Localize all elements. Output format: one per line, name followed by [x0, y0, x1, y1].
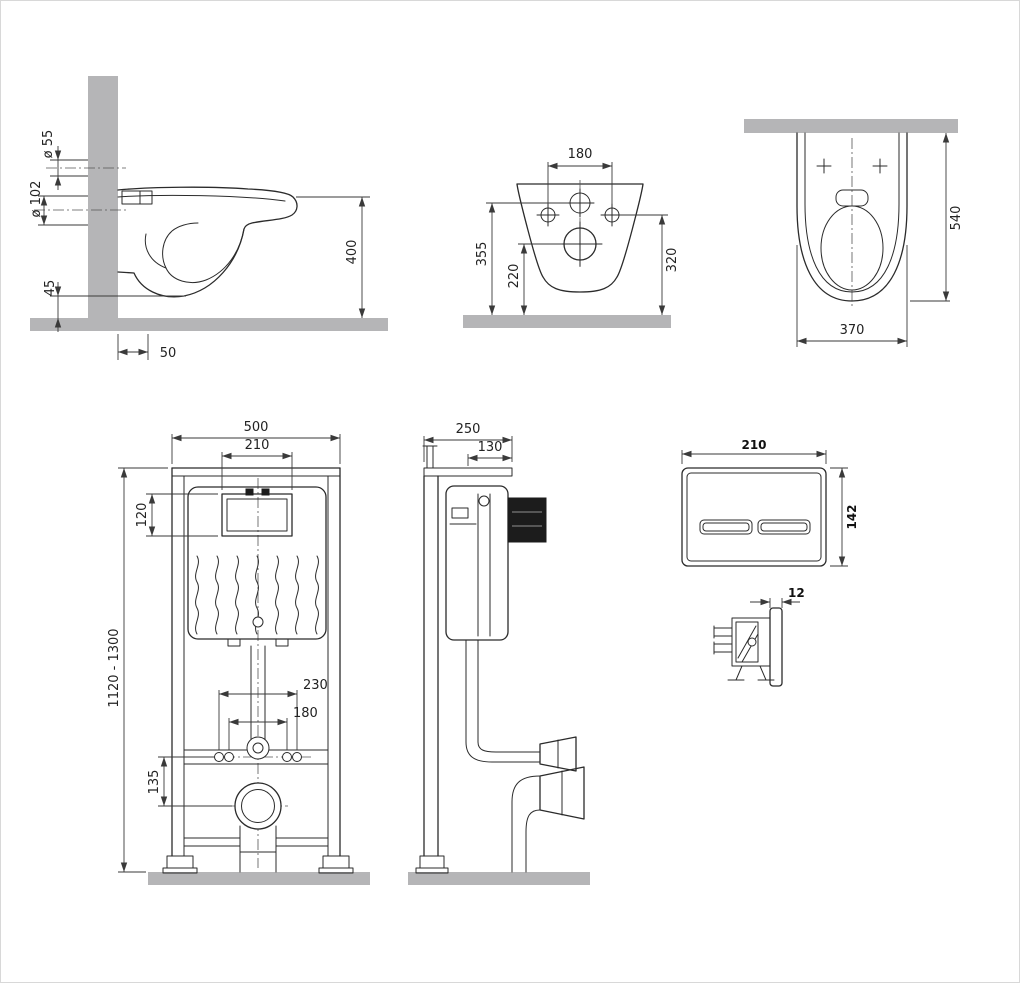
flush-pipe	[465, 639, 479, 743]
dim-bracket-depth: 130	[478, 440, 503, 455]
cistern	[187, 486, 327, 647]
floor-section	[408, 872, 590, 885]
flush-valve	[477, 493, 491, 637]
dim-inlet-height: 355	[475, 242, 490, 267]
dim-frame-width: 500	[244, 420, 269, 435]
dim-width: 370	[840, 323, 865, 338]
dim-inlet-diameter: ø 55	[41, 130, 56, 159]
flush-connector	[539, 736, 577, 772]
access-shaft	[507, 497, 547, 543]
flush-plate-side-view: 12	[713, 586, 805, 687]
wall-section	[744, 119, 958, 133]
dim-fixing-span-wide: 230	[303, 678, 328, 693]
dim-plate-thickness: 12	[788, 586, 805, 600]
fixing-hole	[292, 752, 302, 762]
wall-section	[88, 76, 118, 318]
top-view-dimensions: 540 370	[796, 133, 964, 347]
frame-side-structure	[415, 445, 513, 874]
dim-bottom-clearance: 45	[43, 280, 58, 297]
toilet-side-view: ø 55 ø 102 400 45 50	[29, 76, 388, 361]
dim-fixing-span-narrow: 180	[293, 706, 318, 721]
mounting-holes	[536, 188, 624, 267]
drain-connector	[539, 766, 585, 820]
plate-mechanism	[713, 617, 775, 681]
dim-wall-offset: 50	[160, 346, 177, 361]
seat-fixing-marks	[816, 158, 888, 174]
dim-depth: 540	[949, 206, 964, 231]
cistern-connection-detail	[121, 190, 153, 205]
plate-profile	[769, 607, 783, 687]
dim-rim-height: 400	[345, 240, 360, 265]
floor-section	[30, 318, 388, 331]
dim-outlet-height: 220	[507, 264, 522, 289]
fixing-hole	[224, 752, 234, 762]
fixing-hole	[214, 752, 224, 762]
dim-outlet-diameter: ø 102	[29, 181, 44, 218]
side-view-dimensions: ø 55 ø 102 400 45 50	[29, 130, 370, 361]
toilet-rear-view: 180 355 220 320	[463, 147, 680, 328]
dim-frame-depth: 250	[456, 422, 481, 437]
flush-pipe-and-fixings	[205, 645, 312, 873]
plate-front-dimensions: 210 142	[681, 438, 859, 567]
tank-drain-seal	[252, 616, 264, 628]
fixing-hole	[282, 752, 292, 762]
float-valve	[451, 507, 469, 519]
dim-outlet-offset: 135	[147, 770, 162, 795]
cistern-side	[445, 485, 547, 641]
pipe-centerlines	[34, 167, 126, 211]
toilet-rear-outline	[516, 183, 644, 293]
frame-rail	[423, 475, 439, 857]
rear-view-dimensions: 180 355 220 320	[475, 147, 680, 315]
toilet-top-view: 540 370	[744, 119, 964, 347]
flush-plate	[681, 467, 827, 567]
frame-structure	[162, 467, 354, 874]
flush-button-small	[699, 519, 753, 535]
floor-section	[463, 315, 671, 328]
flush-plate-front-view: 210 142	[681, 438, 859, 567]
dim-opening-height: 120	[135, 503, 150, 528]
frame-side-dimensions: 250 130	[423, 422, 513, 466]
pipework-side	[465, 639, 585, 873]
plate-side-dimensions: 12	[750, 586, 805, 608]
flush-plate-opening	[221, 493, 293, 537]
toilet-profile	[117, 186, 298, 298]
dim-plate-height: 142	[845, 504, 859, 529]
toilet-top-outline	[796, 132, 908, 302]
frame-front-dimensions: 500 210 120 1120 - 1300 230 180 135	[107, 420, 341, 873]
dim-frame-height-range: 1120 - 1300	[107, 628, 122, 707]
flush-button-large	[757, 519, 811, 535]
dim-opening-width: 210	[245, 438, 270, 453]
dim-bolt-height: 320	[665, 248, 680, 273]
dim-plate-width: 210	[741, 438, 766, 452]
top-bracket	[423, 467, 513, 477]
installation-frame-front-view: 500 210 120 1120 - 1300 230 180 135	[107, 420, 370, 885]
floor-section	[148, 872, 370, 885]
wall-anchor-rod	[422, 445, 438, 469]
dim-bolt-spacing: 180	[568, 147, 593, 162]
flush-distributor	[835, 189, 869, 207]
drain-bend	[511, 775, 541, 873]
installation-frame-side-view: 250 130	[408, 422, 590, 885]
